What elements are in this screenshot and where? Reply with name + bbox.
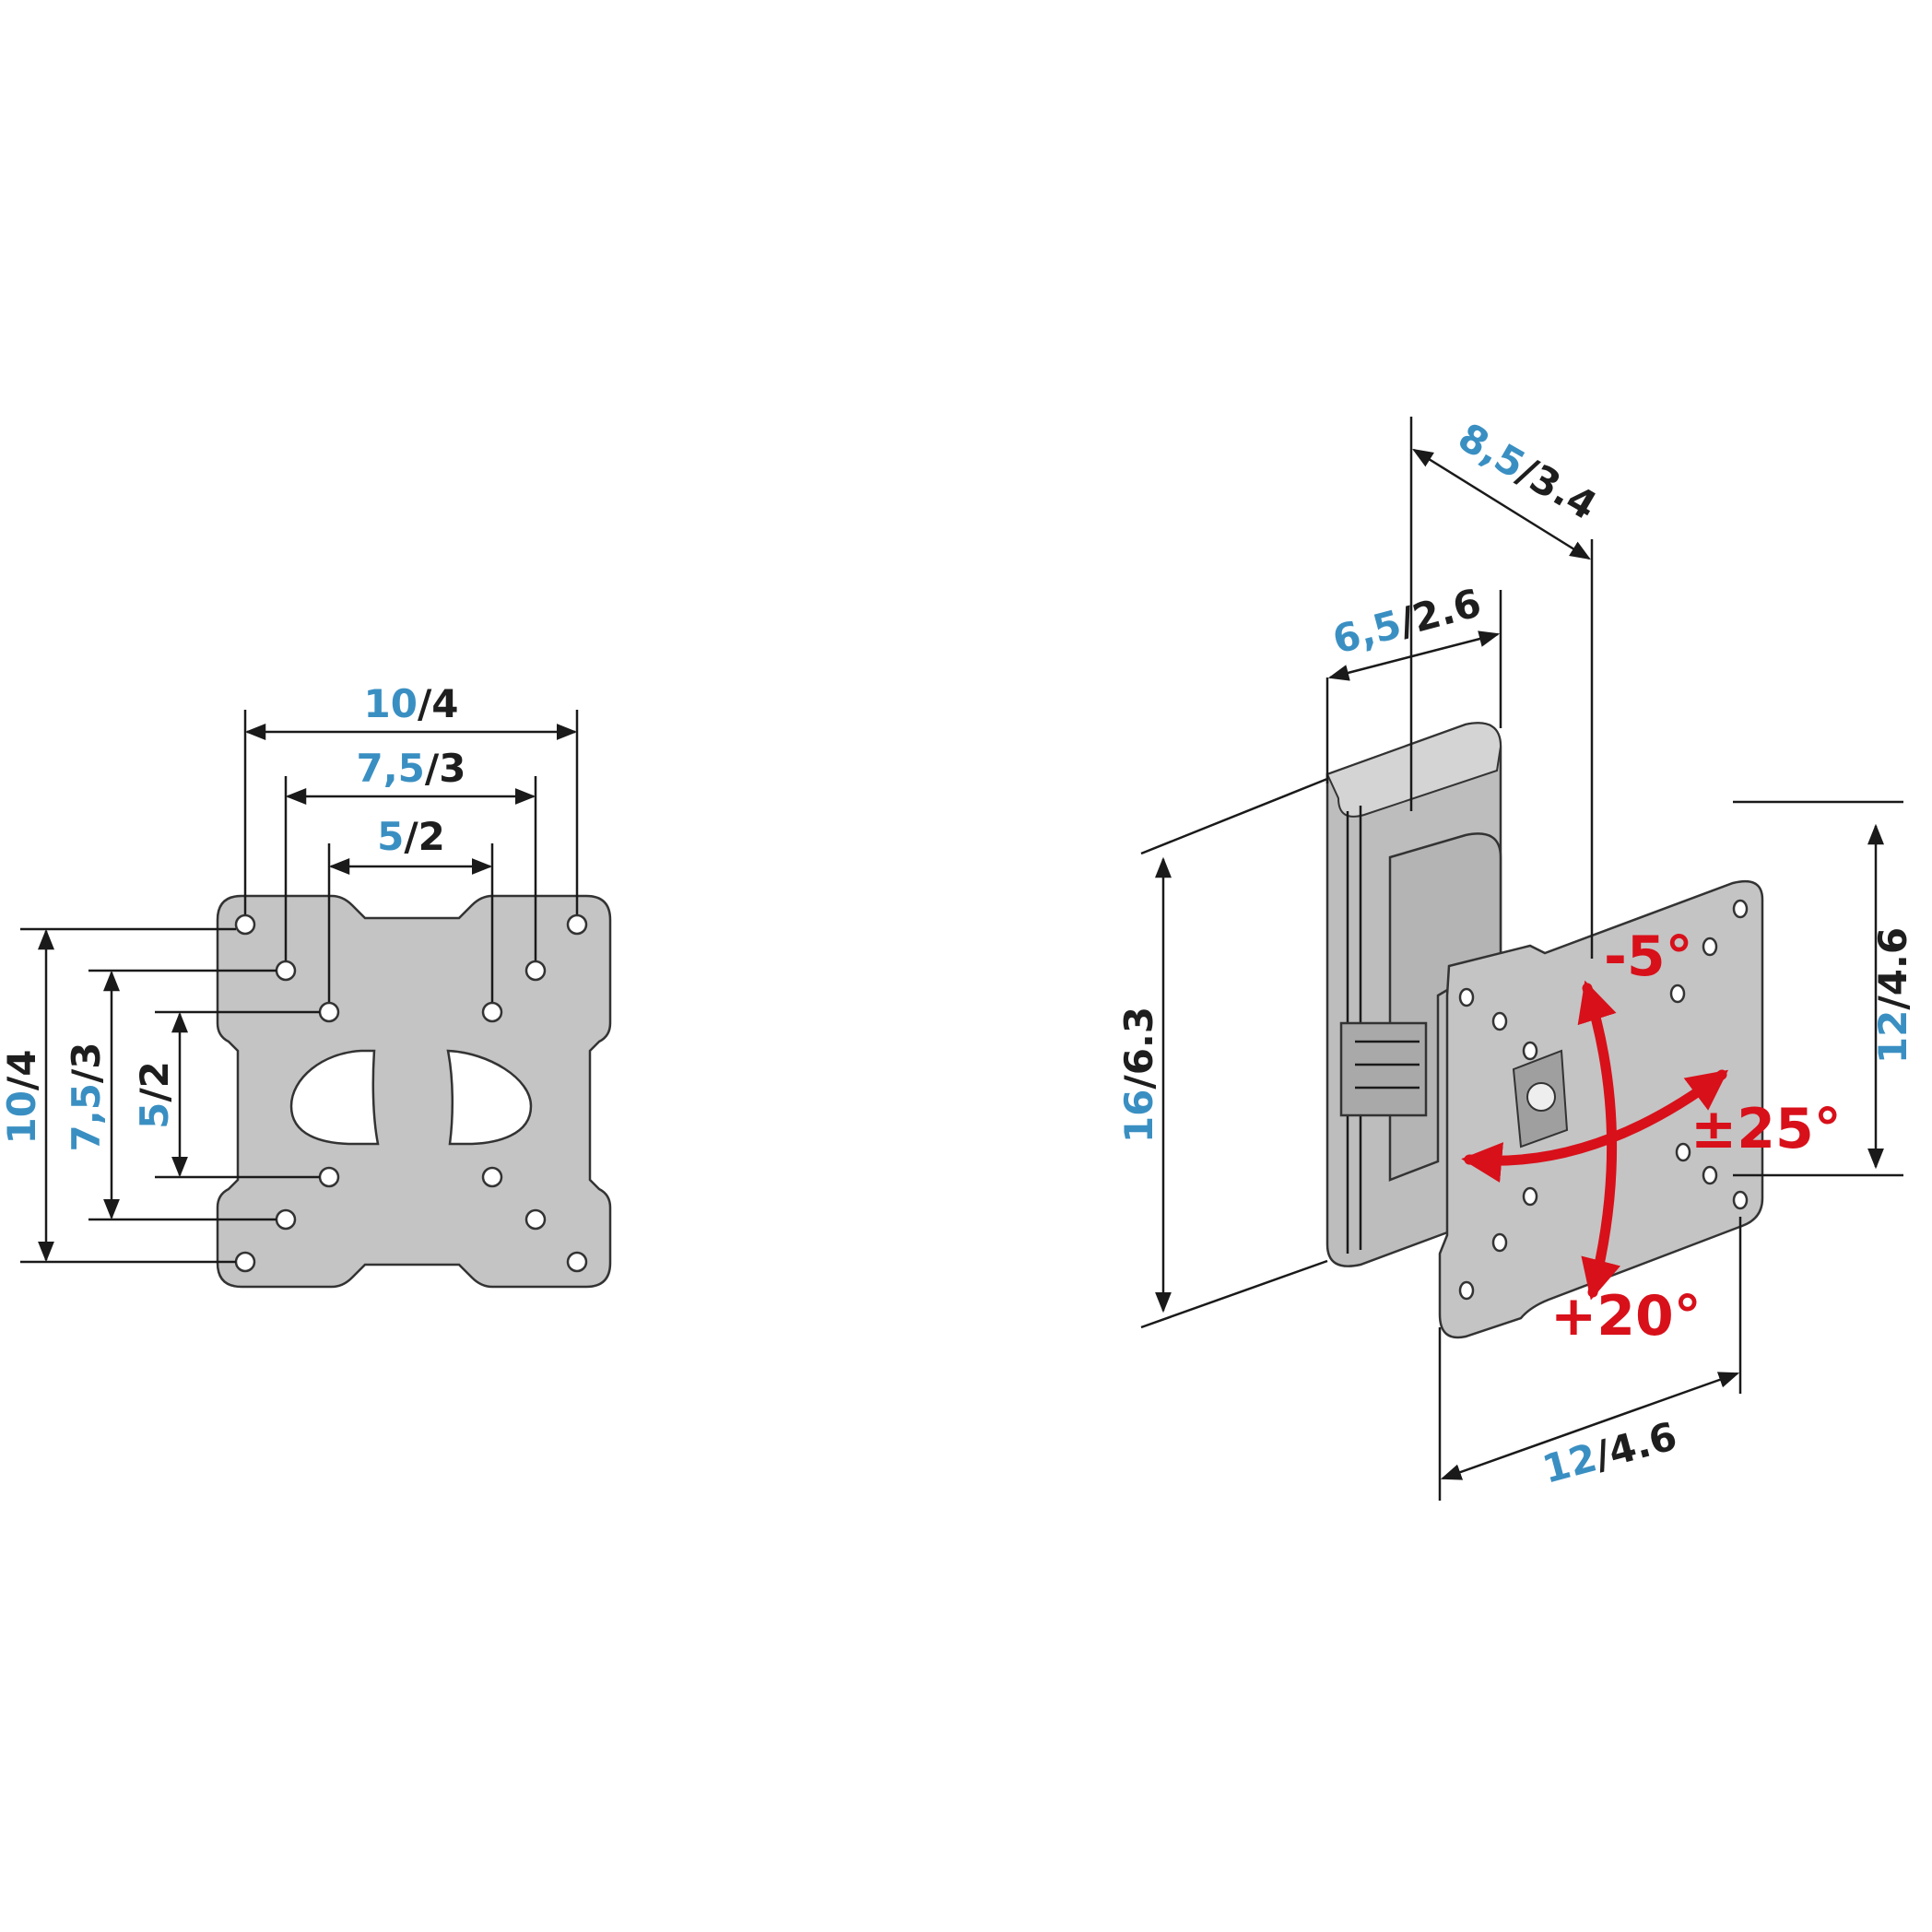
tilt-down-label: +20° <box>1550 1284 1702 1349</box>
dim-label-depth-max: 8,5/3.4 <box>1451 414 1605 529</box>
mounting-hole <box>566 913 588 936</box>
plate-slot-right <box>446 1049 533 1146</box>
dim-label-plate-height: 12/4.6 <box>1870 927 1915 1064</box>
mounting-hole <box>481 1001 503 1023</box>
dim-label-v-5: 5/2 <box>132 1061 177 1129</box>
vesa-plate-drawing: 10/4 7,5/3 5/2 10/4 7,5/3 5/2 <box>0 681 612 1289</box>
mounting-hole <box>318 1166 340 1188</box>
dim-label-v-10: 10/4 <box>0 1049 44 1144</box>
mounting-hole <box>524 960 547 982</box>
tilt-up-label: -5° <box>1604 925 1693 989</box>
mounting-hole <box>481 1166 503 1188</box>
mounting-hole <box>275 1208 297 1231</box>
swivel-arrow <box>1461 1069 1729 1183</box>
mounting-hole <box>275 960 297 982</box>
mounting-hole <box>566 1251 588 1273</box>
dim-label-height: 16/6.3 <box>1116 1007 1161 1143</box>
dim-line-plate-width <box>1440 1372 1740 1480</box>
dim-label-v-7-5: 7,5/3 <box>64 1043 109 1152</box>
dim-label-plate-width: 12/4.6 <box>1537 1413 1681 1492</box>
wall-mount-drawing: -5° +20° ±25° 8,5/3.4 6,5/2.6 16/6.3 12/ <box>1116 414 1915 1501</box>
mounting-hole <box>234 913 256 936</box>
dim-line-depth-max <box>1412 448 1591 560</box>
hinge <box>1339 1021 1428 1117</box>
mounting-hole <box>524 1208 547 1231</box>
mounting-hole <box>318 1001 340 1023</box>
swivel-label: ±25° <box>1690 1097 1842 1161</box>
plate-holes <box>1458 899 1749 1301</box>
plate-slot-left <box>289 1049 380 1146</box>
vesa-plate <box>216 894 612 1289</box>
dim-label-h-5: 5/2 <box>377 814 445 859</box>
dim-label-h-10: 10/4 <box>363 681 458 726</box>
dim-label-h-7-5: 7,5/3 <box>357 746 466 791</box>
dim-line-depth-min <box>1327 630 1501 681</box>
dim-label-depth-min: 6,5/2.6 <box>1328 580 1486 663</box>
mounting-hole <box>234 1251 256 1273</box>
